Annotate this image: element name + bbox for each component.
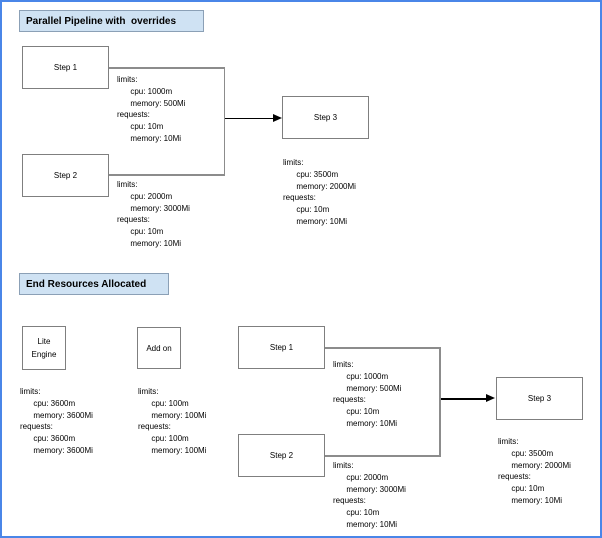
connector-top-upper xyxy=(109,67,225,69)
node-step2-bottom-label: Step 2 xyxy=(269,451,294,460)
node-step2-top-label: Step 2 xyxy=(53,171,78,180)
node-step3-top: Step 3 xyxy=(282,96,369,139)
node-step3-bottom: Step 3 xyxy=(496,377,583,420)
title-parallel-pipeline: Parallel Pipeline with overrides xyxy=(19,10,204,32)
node-lite-engine: Lite Engine xyxy=(22,326,66,370)
connector-top-vertical xyxy=(223,67,225,176)
arrow-right-icon xyxy=(486,394,495,403)
node-step2-bottom: Step 2 xyxy=(238,434,325,477)
connector-top-lower xyxy=(109,174,225,176)
node-step1-bottom: Step 1 xyxy=(238,326,325,369)
title-end-resources-allocated: End Resources Allocated xyxy=(19,273,169,295)
node-step1-top-label: Step 1 xyxy=(53,63,78,72)
arrow-bottom-line xyxy=(441,398,488,400)
connector-bottom-upper xyxy=(325,347,440,349)
node-step1-bottom-label: Step 1 xyxy=(269,343,294,352)
connector-bottom-lower xyxy=(325,455,440,457)
node-step1-top: Step 1 xyxy=(22,46,109,89)
arrow-right-icon xyxy=(273,113,282,122)
node-step3-top-label: Step 3 xyxy=(313,113,338,122)
node-lite-engine-label: Lite Engine xyxy=(31,337,57,359)
node-add-on: Add on xyxy=(137,327,181,369)
connector-bottom-vertical xyxy=(439,347,441,457)
node-add-on-label: Add on xyxy=(146,343,172,353)
node-step2-top: Step 2 xyxy=(22,154,109,197)
node-step3-bottom-label: Step 3 xyxy=(527,394,552,403)
arrow-top-line xyxy=(225,117,275,119)
